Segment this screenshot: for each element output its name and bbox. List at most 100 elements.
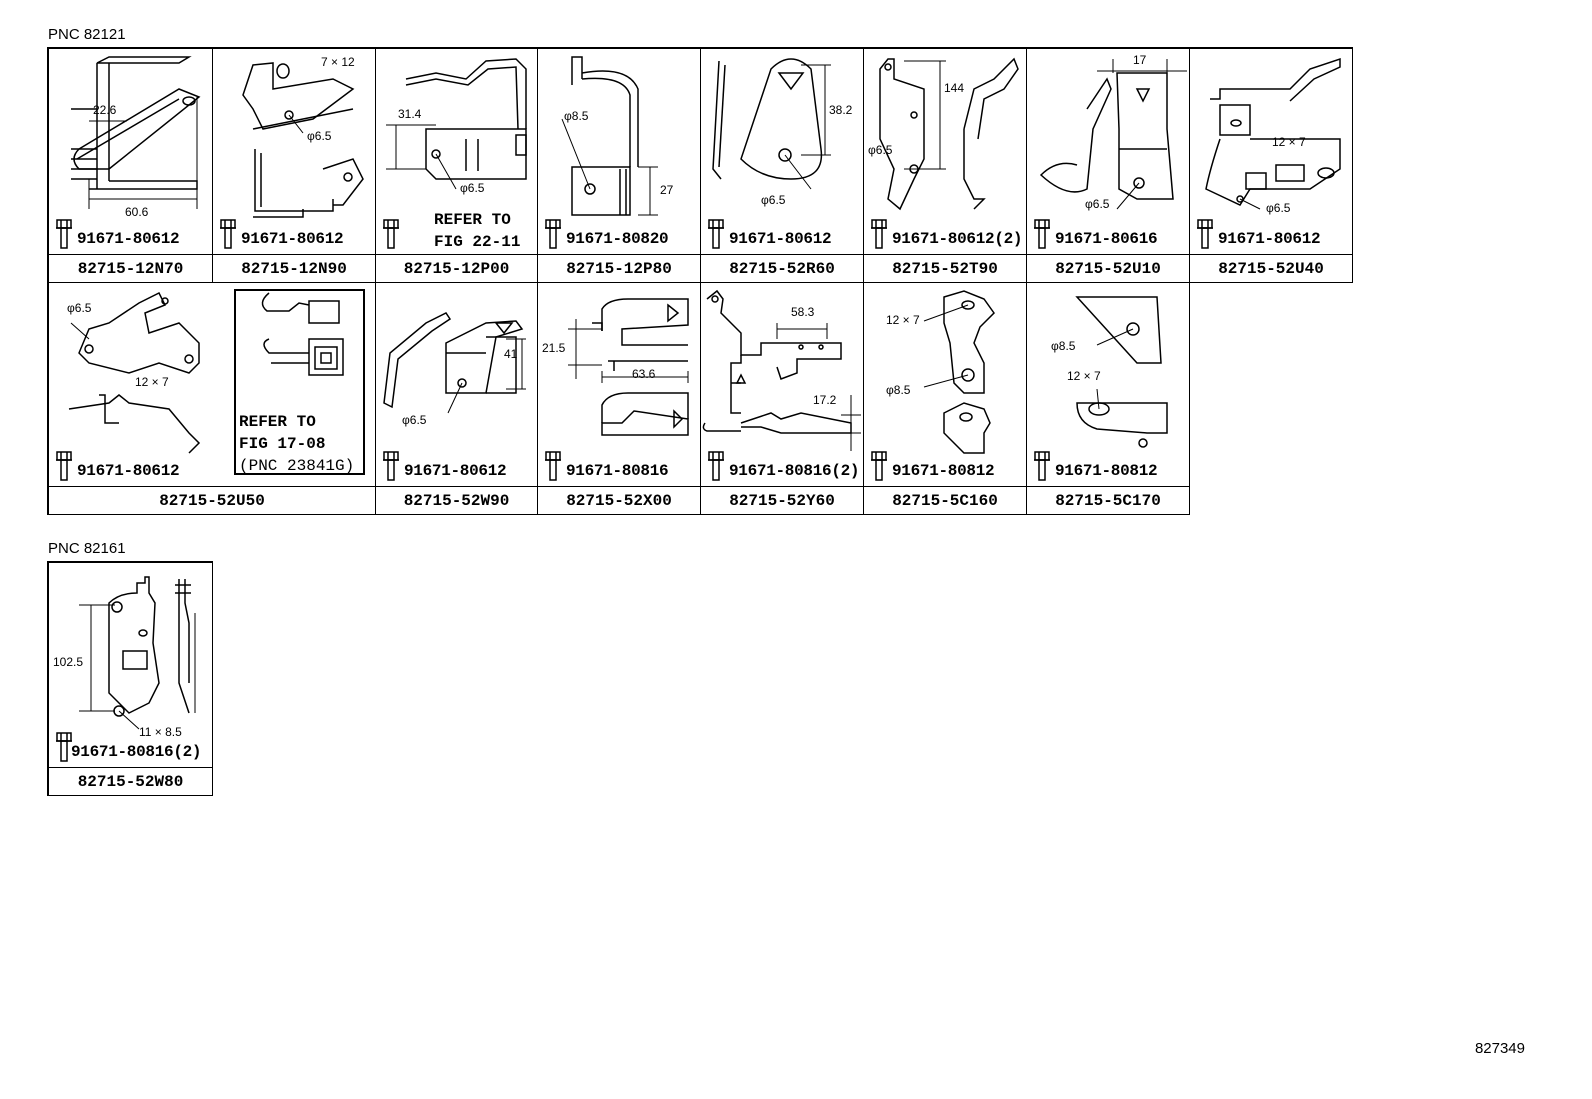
part-cell[interactable]: 38.2 φ6.5 91671-80612 82715-52R60: [701, 49, 864, 283]
bolt-number: 91671-80612: [241, 230, 344, 248]
bolt-number: 91671-80820: [566, 230, 669, 248]
part-number[interactable]: 82715-5C170: [1027, 486, 1189, 514]
bolt-callout[interactable]: 91671-80812: [1031, 450, 1189, 484]
bolt-number: 91671-80612: [404, 462, 507, 480]
part-number[interactable]: 82715-52W80: [49, 767, 212, 795]
dimension-label: 27: [660, 183, 674, 197]
dimension-label: φ8.5: [1051, 339, 1076, 353]
part-cell[interactable]: 22.6 60.6 91671-80612 82715-12N70: [49, 49, 213, 283]
part-number[interactable]: 82715-52U10: [1027, 254, 1189, 282]
part-number[interactable]: 82715-52Y60: [701, 486, 863, 514]
dimension-label: 12 × 7: [1272, 135, 1306, 149]
bolt-callout[interactable]: 91671-80612: [217, 218, 375, 252]
pnc-label: PNC 82121: [48, 26, 126, 43]
part-cell[interactable]: φ8.5 27 91671-80820 82715-12P80: [538, 49, 701, 283]
bolt-callout[interactable]: 91671-80820: [542, 218, 700, 252]
part-number[interactable]: 82715-52T90: [864, 254, 1026, 282]
bolt-callout[interactable]: [380, 218, 537, 252]
dimension-label: φ6.5: [1266, 201, 1291, 215]
part-number[interactable]: 82715-12P00: [376, 254, 537, 282]
bolt-callout[interactable]: 91671-80612: [705, 218, 863, 252]
part-cell[interactable]: 21.5 63.6 91671-80816 82715-52X00: [538, 283, 701, 515]
pnc-label: PNC 82161: [48, 540, 126, 557]
bolt-icon: [708, 219, 724, 249]
dimension-label: 31.4: [398, 107, 422, 121]
parts-grid: 22.6 60.6 91671-80612 82715-12N70 7 × 12: [47, 47, 1353, 515]
part-number[interactable]: 82715-5C160: [864, 486, 1026, 514]
bolt-callout[interactable]: 91671-80816: [542, 450, 700, 484]
bolt-icon: [545, 219, 561, 249]
bolt-icon: [220, 219, 236, 249]
dimension-label: 58.3: [791, 305, 815, 319]
bolt-callout[interactable]: 91671-80612: [53, 218, 212, 252]
bolt-number: 91671-80612(2): [892, 230, 1023, 248]
bracket-drawing: [879, 57, 1019, 211]
bolt-callout[interactable]: 91671-80812: [868, 450, 1026, 484]
dimension-label: φ6.5: [1085, 197, 1110, 211]
bolt-callout[interactable]: 91671-80612(2): [868, 218, 1026, 252]
bracket-drawing: [79, 576, 196, 730]
bolt-icon: [708, 451, 724, 481]
bolt-icon: [1034, 451, 1050, 481]
dimension-label: 21.5: [542, 341, 566, 355]
part-number[interactable]: 82715-12N90: [213, 254, 375, 282]
part-cell[interactable]: 12 × 7 φ6.5 91671-80612 82715-52U40: [1190, 49, 1353, 283]
bolt-callout[interactable]: 91671-80816(2): [705, 450, 863, 484]
bracket-drawing: [923, 290, 995, 454]
dimension-label: 22.6: [93, 103, 117, 117]
part-cell[interactable]: 31.4 φ6.5 REFER TO FIG 22-11 82715-12P00: [376, 49, 538, 283]
part-cell[interactable]: 41 φ6.5 91671-80612 82715-52W90: [376, 283, 538, 515]
bolt-icon: [383, 219, 399, 249]
part-cell[interactable]: φ6.5 12 × 7 REFER TO FIG 17-08 (PNC 2384…: [49, 283, 376, 515]
part-number[interactable]: 82715-12P80: [538, 254, 700, 282]
dimension-label: 60.6: [125, 205, 149, 219]
bolt-callout[interactable]: 91671-80616: [1031, 218, 1189, 252]
bracket-drawing: [71, 56, 201, 209]
bolt-icon: [56, 451, 72, 481]
refer-line: FIG 17-08: [239, 435, 326, 453]
refer-line: REFER TO: [239, 413, 316, 431]
dimension-label: φ8.5: [886, 383, 911, 397]
part-number[interactable]: 82715-52X00: [538, 486, 700, 514]
bolt-number: 91671-80812: [1055, 462, 1158, 480]
bracket-drawing: [561, 56, 658, 216]
refer-note: REFER TO FIG 22-11: [434, 209, 520, 253]
part-number[interactable]: 82715-52U40: [1190, 254, 1352, 282]
bolt-number: 91671-80812: [892, 462, 995, 480]
bracket-drawing: [383, 312, 526, 414]
dimension-label: 17.2: [813, 393, 837, 407]
dimension-label: 17: [1133, 53, 1147, 67]
dimension-label: φ8.5: [564, 109, 589, 123]
part-cell[interactable]: 17 φ6.5 91671-80616 82715-52U10: [1027, 49, 1190, 283]
part-number[interactable]: 82715-52W90: [376, 486, 537, 514]
dimension-label: 12 × 7: [135, 375, 169, 389]
bolt-icon: [1197, 219, 1213, 249]
bolt-callout[interactable]: 91671-80612: [380, 450, 537, 484]
bolt-icon: [56, 732, 72, 762]
refer-line: FIG 22-11: [434, 233, 521, 251]
part-number[interactable]: 82715-12N70: [49, 254, 212, 282]
part-cell[interactable]: 102.5 11 × 8.5 91671-80816(2) 82715-52W8…: [49, 563, 213, 796]
bolt-number: 91671-80612: [77, 462, 180, 480]
bolt-callout[interactable]: 91671-80816(2): [53, 731, 212, 765]
bolt-callout[interactable]: 91671-80612: [53, 450, 233, 484]
dimension-label: 63.6: [632, 367, 656, 381]
bracket-drawing: [68, 291, 344, 454]
bolt-number: 91671-80612: [729, 230, 832, 248]
part-cell[interactable]: 144 φ6.5 91671-80612(2) 82715-52T90: [864, 49, 1027, 283]
part-cell[interactable]: 58.3 17.2 91671-80816(2) 82715-52Y60: [701, 283, 864, 515]
dimension-label: 38.2: [829, 103, 853, 117]
bolt-icon: [545, 451, 561, 481]
part-cell[interactable]: 12 × 7 φ8.5 91671-80812 82715-5C160: [864, 283, 1027, 515]
part-cell[interactable]: φ8.5 12 × 7 91671-80812 82715-5C170: [1027, 283, 1190, 515]
part-cell[interactable]: 7 × 12 φ6.5 91671-80612 82715-12N90: [213, 49, 376, 283]
bolt-callout[interactable]: 91671-80612: [1194, 218, 1352, 252]
bolt-number: 91671-80612: [77, 230, 180, 248]
bracket-drawing: [712, 58, 831, 190]
bracket-drawing: [242, 62, 364, 218]
dimension-label: φ6.5: [761, 193, 786, 207]
part-number[interactable]: 82715-52U50: [49, 486, 375, 514]
dimension-label: 12 × 7: [1067, 369, 1101, 383]
bolt-number: 91671-80616: [1055, 230, 1158, 248]
part-number[interactable]: 82715-52R60: [701, 254, 863, 282]
